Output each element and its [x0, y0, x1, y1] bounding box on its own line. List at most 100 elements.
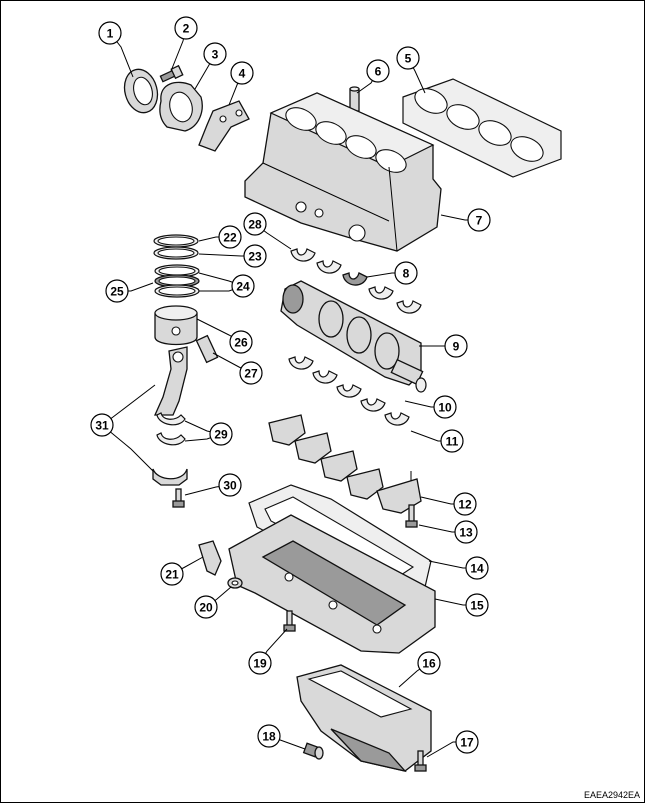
callout-number: 27: [244, 367, 258, 381]
cylinder-block: [244, 92, 442, 252]
oil-pan: [296, 664, 432, 773]
piston: [154, 305, 198, 346]
rear-bracket: [198, 100, 250, 152]
callout-26: 26: [229, 330, 253, 354]
lower-main-bearings: [288, 356, 410, 426]
callout-circle: [257, 724, 281, 748]
callout-circle: [455, 730, 479, 754]
callout-circle: [90, 413, 114, 437]
callout-18: 18: [257, 724, 281, 748]
callout-28: 28: [243, 212, 267, 236]
main-cap-bolt: [405, 504, 418, 528]
callout-number: 15: [470, 599, 484, 613]
callout-number: 22: [223, 231, 237, 245]
callout-number: 19: [253, 657, 267, 671]
callout-9: 9: [444, 334, 468, 358]
drain-plug: [302, 742, 324, 760]
callout-circle: [465, 556, 489, 580]
rod-bearings: [156, 412, 186, 446]
callout-number: 13: [459, 526, 473, 540]
callout-circle: [440, 429, 464, 453]
rear-oil-seal: [123, 68, 159, 114]
callout-circle: [366, 59, 390, 83]
callout-circle: [218, 225, 242, 249]
callout-8: 8: [394, 261, 418, 285]
callout-number: 31: [95, 419, 109, 433]
callout-31: 31: [90, 413, 114, 437]
callout-circle: [433, 395, 457, 419]
callout-24: 24: [231, 274, 255, 298]
seal-retainer-housing: [159, 81, 203, 132]
callout-13: 13: [454, 520, 478, 544]
seal-retainer-bolt: [159, 64, 184, 83]
callout-number: 24: [236, 280, 250, 294]
callout-circle: [467, 208, 491, 232]
rod-cap-bolt: [172, 488, 185, 508]
callout-30: 30: [218, 473, 242, 497]
callout-14: 14: [465, 556, 489, 580]
callout-1: 1: [98, 21, 122, 45]
callout-12: 12: [453, 492, 477, 516]
callout-number: 29: [214, 428, 228, 442]
dowel-pin: [349, 86, 360, 112]
callout-number: 3: [212, 48, 219, 62]
callout-27: 27: [239, 361, 263, 385]
callout-circle: [194, 595, 218, 619]
callout-7: 7: [467, 208, 491, 232]
callout-25: 25: [105, 279, 129, 303]
callout-number: 30: [223, 479, 237, 493]
callout-circle: [243, 212, 267, 236]
callout-circle: [98, 21, 122, 45]
callout-number: 1: [107, 27, 114, 41]
callout-circle: [239, 361, 263, 385]
callout-19: 19: [248, 651, 272, 675]
callout-number: 14: [470, 562, 484, 576]
lower-crankcase: [228, 514, 436, 654]
callout-circle: [396, 46, 420, 70]
callout-number: 28: [248, 218, 262, 232]
callout-16: 16: [417, 651, 441, 675]
callout-number: 10: [438, 401, 452, 415]
callout-circle: [231, 274, 255, 298]
sealing-washer: [227, 577, 243, 589]
callout-number: 26: [234, 336, 248, 350]
oil-pan-bolt: [414, 750, 427, 772]
dipstick-bracket: [198, 540, 222, 576]
crankcase-bolt: [283, 610, 296, 632]
leader-line-31-cap: [101, 424, 154, 472]
callout-circle: [229, 330, 253, 354]
crankshaft: [280, 280, 427, 393]
callout-circle: [454, 520, 478, 544]
connecting-rod: [153, 346, 188, 416]
callout-circle: [453, 492, 477, 516]
callout-circle: [243, 244, 267, 268]
callout-3: 3: [203, 42, 227, 66]
figure-code: EAEA2942EA: [583, 790, 640, 800]
callout-number: 23: [248, 250, 262, 264]
upper-main-bearings: [290, 248, 422, 314]
callout-circle: [203, 42, 227, 66]
callout-21: 21: [160, 562, 184, 586]
callout-number: 25: [110, 285, 124, 299]
callout-circle: [417, 651, 441, 675]
callout-number: 12: [458, 498, 472, 512]
rod-cap: [152, 468, 188, 486]
callout-circle: [230, 61, 254, 85]
callout-20: 20: [194, 595, 218, 619]
callout-circle: [465, 593, 489, 617]
callout-4: 4: [230, 61, 254, 85]
callout-number: 21: [165, 568, 179, 582]
callout-23: 23: [243, 244, 267, 268]
callout-22: 22: [218, 225, 242, 249]
main-bearing-caps: [268, 414, 422, 514]
callout-circle: [209, 422, 233, 446]
callout-17: 17: [455, 730, 479, 754]
callout-15: 15: [465, 593, 489, 617]
callout-circle: [105, 279, 129, 303]
callout-6: 6: [366, 59, 390, 83]
callout-number: 8: [403, 267, 410, 281]
callout-number: 11: [446, 435, 459, 449]
